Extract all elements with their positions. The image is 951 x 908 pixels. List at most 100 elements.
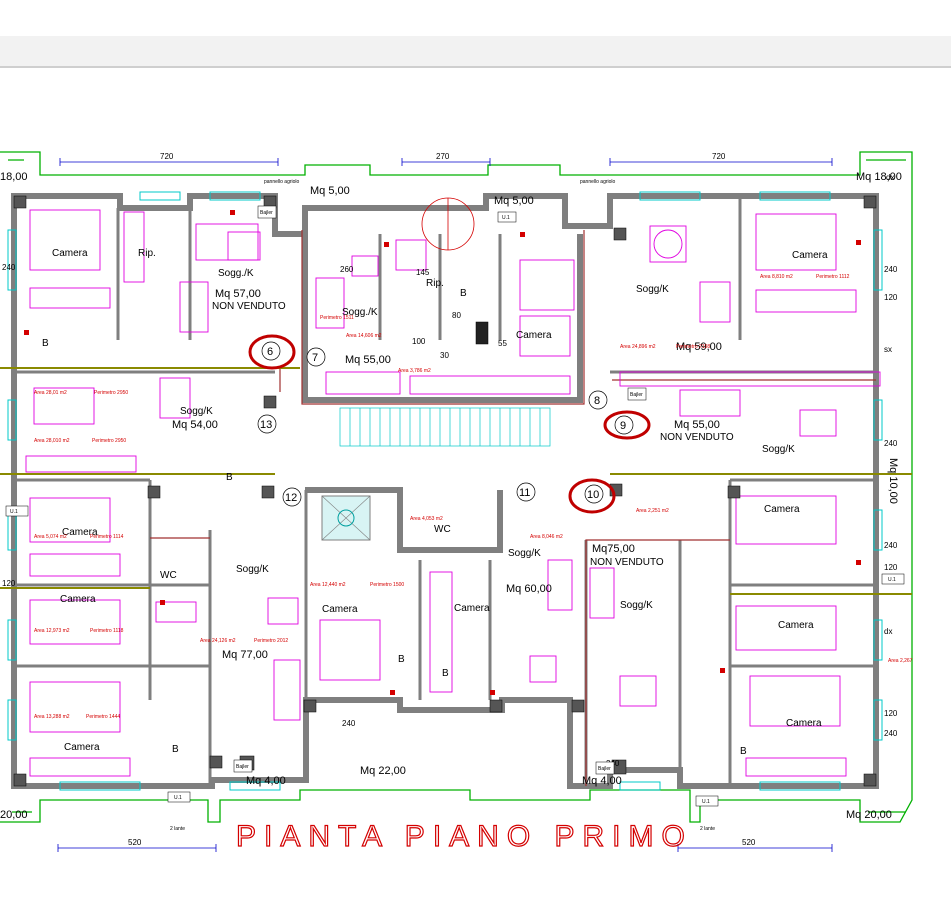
highlight-circles	[248, 334, 651, 514]
room-camera-c: Camera	[516, 330, 552, 341]
perim-note-8: Perimetro 1500	[370, 582, 404, 588]
area-10: Mq 10,00	[887, 458, 899, 504]
u1-label-4: U.1	[702, 799, 710, 805]
pannello-label-2: pannello agriolo	[580, 179, 616, 185]
area-note-15: Area 2,267	[888, 658, 913, 664]
boundary-lines	[0, 151, 913, 823]
dim-520-left: 520	[128, 838, 142, 847]
perim-note-7: Perimetro 2012	[254, 638, 288, 644]
dim-145: 145	[416, 268, 430, 277]
dimension-lines	[57, 158, 833, 852]
dim-260: 260	[340, 265, 354, 274]
walls	[11, 193, 879, 789]
area-5-left: Mq 5,00	[310, 185, 350, 197]
room-camera-l2: Camera	[60, 594, 96, 605]
room-b-center: B	[460, 288, 467, 299]
sente-label-2: 2 lante	[700, 826, 715, 832]
elevator	[321, 495, 371, 541]
apt-number-6: 6	[267, 346, 273, 358]
room-rip-1: Rip.	[138, 248, 156, 259]
area-54: Mq 54,00	[172, 419, 218, 431]
room-wc-center: WC	[434, 524, 451, 535]
room-sogg-54: Sogg/K	[180, 406, 213, 417]
dim-120-c: 120	[884, 709, 898, 718]
room-sogg-k-1: Sogg./K	[218, 268, 254, 279]
perim-note-1: Perimetro 2950	[94, 390, 128, 396]
bajler-label-2: Bajler	[630, 392, 643, 398]
dim-240-b: 240	[884, 439, 898, 448]
area-note-4: Area 5,074 m2	[34, 534, 67, 540]
apt-number-11: 11	[519, 487, 530, 499]
inner-walls	[14, 196, 876, 786]
area-note-10: Area 8,810 m2	[760, 274, 793, 280]
area-57: Mq 57,00	[215, 288, 261, 300]
area-75: Mq75,00	[592, 543, 635, 555]
room-camera-tr: Camera	[792, 250, 828, 261]
area-4-right: Mq 4,00	[582, 775, 622, 787]
area-note-12: Area 3,786 m2	[398, 368, 431, 374]
apt-number-7: 7	[312, 352, 318, 364]
room-rip-2: Rip.	[426, 278, 444, 289]
staircase	[339, 407, 551, 447]
dim-240-d: 240	[884, 729, 898, 738]
area-note-1: Area 28,01 m2	[34, 390, 67, 396]
area-5-right: Mq 5,00	[494, 195, 534, 207]
area-note-3: Area 14,606 m2	[346, 333, 382, 339]
perim-note-3: Perimetro 1511	[320, 315, 354, 321]
room-camera-c3: Camera	[454, 603, 490, 614]
room-sogg-60: Sogg/K	[508, 548, 541, 559]
apt-number-12: 12	[285, 492, 297, 504]
dim-520-right: 520	[742, 838, 756, 847]
area-note-5: Area 12,973 m2	[34, 628, 70, 634]
room-sogg-77: Sogg/K	[236, 564, 269, 575]
bajler-label-4: Bajler	[598, 766, 611, 772]
dim-sx: sx	[884, 345, 892, 354]
area-18-left: 18,00	[0, 171, 28, 183]
room-sogg-k-3: Sogg/K	[636, 284, 669, 295]
dim-720-right: 720	[712, 152, 726, 161]
area-note-13: Area 4,053 m2	[410, 516, 443, 522]
dim-55: 55	[498, 339, 507, 348]
room-b-tl: B	[42, 338, 49, 349]
dim-720-left: 720	[160, 152, 174, 161]
dim-120-a: 120	[884, 293, 898, 302]
area-note-2: Area 28,010 m2	[34, 438, 70, 444]
area-note-8: Area 12,440 m2	[310, 582, 346, 588]
room-b-br: B	[740, 746, 747, 757]
status-non-venduto-2: NON VENDUTO	[660, 432, 734, 443]
room-b-bl: B	[172, 744, 179, 755]
room-camera-c2: Camera	[322, 604, 358, 615]
area-20-left: 20,00	[0, 809, 28, 821]
entrance	[421, 197, 475, 251]
area-59: Mq 59,00	[676, 341, 722, 353]
room-b-mid: B	[226, 472, 233, 483]
room-camera-r2: Camera	[778, 620, 814, 631]
area-22: Mq 22,00	[360, 765, 406, 777]
dim-100: 100	[412, 337, 426, 346]
dim-30: 30	[440, 351, 449, 360]
red-markers	[24, 210, 861, 695]
apt-number-10: 10	[587, 489, 599, 501]
dim-120-left: 120	[2, 579, 16, 588]
room-camera-ml: Camera	[62, 527, 98, 538]
bajler-label-3: Bajler	[236, 764, 249, 770]
room-sogg-k-2: Sogg./K	[342, 307, 378, 318]
page-title: PIANTA PIANO PRIMO	[236, 820, 693, 853]
area-18-right: Mq 18,00	[856, 171, 902, 183]
apt-number-8: 8	[594, 395, 600, 407]
apartment-boundaries	[14, 230, 876, 786]
dim-240-left: 240	[2, 263, 16, 272]
apt-number-13: 13	[260, 419, 272, 431]
columns	[13, 195, 877, 787]
dim-dx-top: dx	[886, 173, 894, 182]
u1-label-5: U.1	[10, 509, 18, 515]
dim-240-a: 240	[884, 265, 898, 274]
perim-note-2: Perimetro 2950	[92, 438, 126, 444]
dim-dx: dx	[884, 627, 892, 636]
area-20-right: Mq 20,00	[846, 809, 892, 821]
apt-number-9: 9	[620, 420, 626, 432]
furniture	[25, 209, 881, 777]
u1-label-2: U.1	[888, 577, 896, 583]
room-camera-mr: Camera	[764, 504, 800, 515]
